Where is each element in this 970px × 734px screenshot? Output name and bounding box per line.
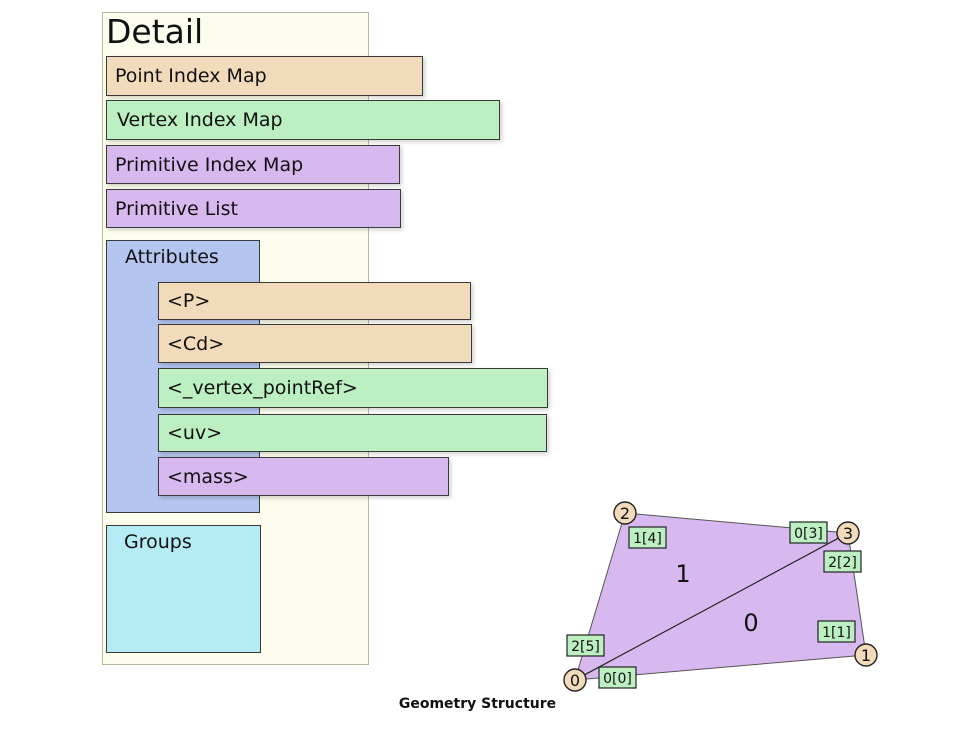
svg-text:0[3]: 0[3] bbox=[794, 526, 823, 542]
svg-text:1[1]: 1[1] bbox=[822, 625, 851, 641]
primitive-label-0: 0 bbox=[743, 609, 758, 637]
attribute-mass-box: <mass> bbox=[158, 457, 449, 496]
svg-text:2: 2 bbox=[620, 504, 630, 523]
point-3: 3 bbox=[836, 521, 860, 545]
attribute-vertex-pointref-box: <_vertex_pointRef> bbox=[158, 368, 548, 408]
vertex-label-0-0: 0[0] bbox=[598, 666, 637, 689]
point-2: 2 bbox=[613, 501, 637, 525]
vertex-label-2-2: 2[2] bbox=[823, 550, 862, 573]
svg-text:0: 0 bbox=[570, 671, 580, 690]
groups-label: Groups bbox=[124, 531, 192, 553]
attribute-uv-box: <uv> bbox=[158, 414, 547, 452]
vertex-label-1-4: 1[4] bbox=[628, 526, 667, 549]
vertex-label-0-3: 0[3] bbox=[789, 521, 828, 544]
point-index-map-box: Point Index Map bbox=[106, 56, 423, 96]
primitive-index-map-box: Primitive Index Map bbox=[106, 145, 400, 184]
svg-text:3: 3 bbox=[843, 524, 853, 543]
svg-text:0[0]: 0[0] bbox=[603, 671, 632, 687]
svg-text:2[2]: 2[2] bbox=[828, 555, 857, 571]
detail-title: Detail bbox=[106, 12, 204, 51]
attribute-p-box: <P> bbox=[158, 282, 471, 320]
primitive-label-1: 1 bbox=[675, 560, 690, 588]
groups-panel bbox=[106, 525, 261, 653]
primitive-list-box: Primitive List bbox=[106, 189, 401, 228]
attribute-cd-box: <Cd> bbox=[158, 324, 472, 363]
caption: Geometry Structure bbox=[398, 696, 557, 712]
point-0: 0 bbox=[563, 668, 587, 692]
svg-text:1: 1 bbox=[861, 646, 871, 665]
vertex-label-2-5: 2[5] bbox=[566, 634, 605, 657]
svg-text:2[5]: 2[5] bbox=[571, 639, 600, 655]
vertex-label-1-1: 1[1] bbox=[817, 620, 856, 643]
point-1: 1 bbox=[854, 643, 878, 667]
vertex-index-map-box: Vertex Index Map bbox=[106, 100, 500, 140]
attributes-label: Attributes bbox=[125, 246, 219, 268]
svg-text:1[4]: 1[4] bbox=[633, 531, 662, 547]
